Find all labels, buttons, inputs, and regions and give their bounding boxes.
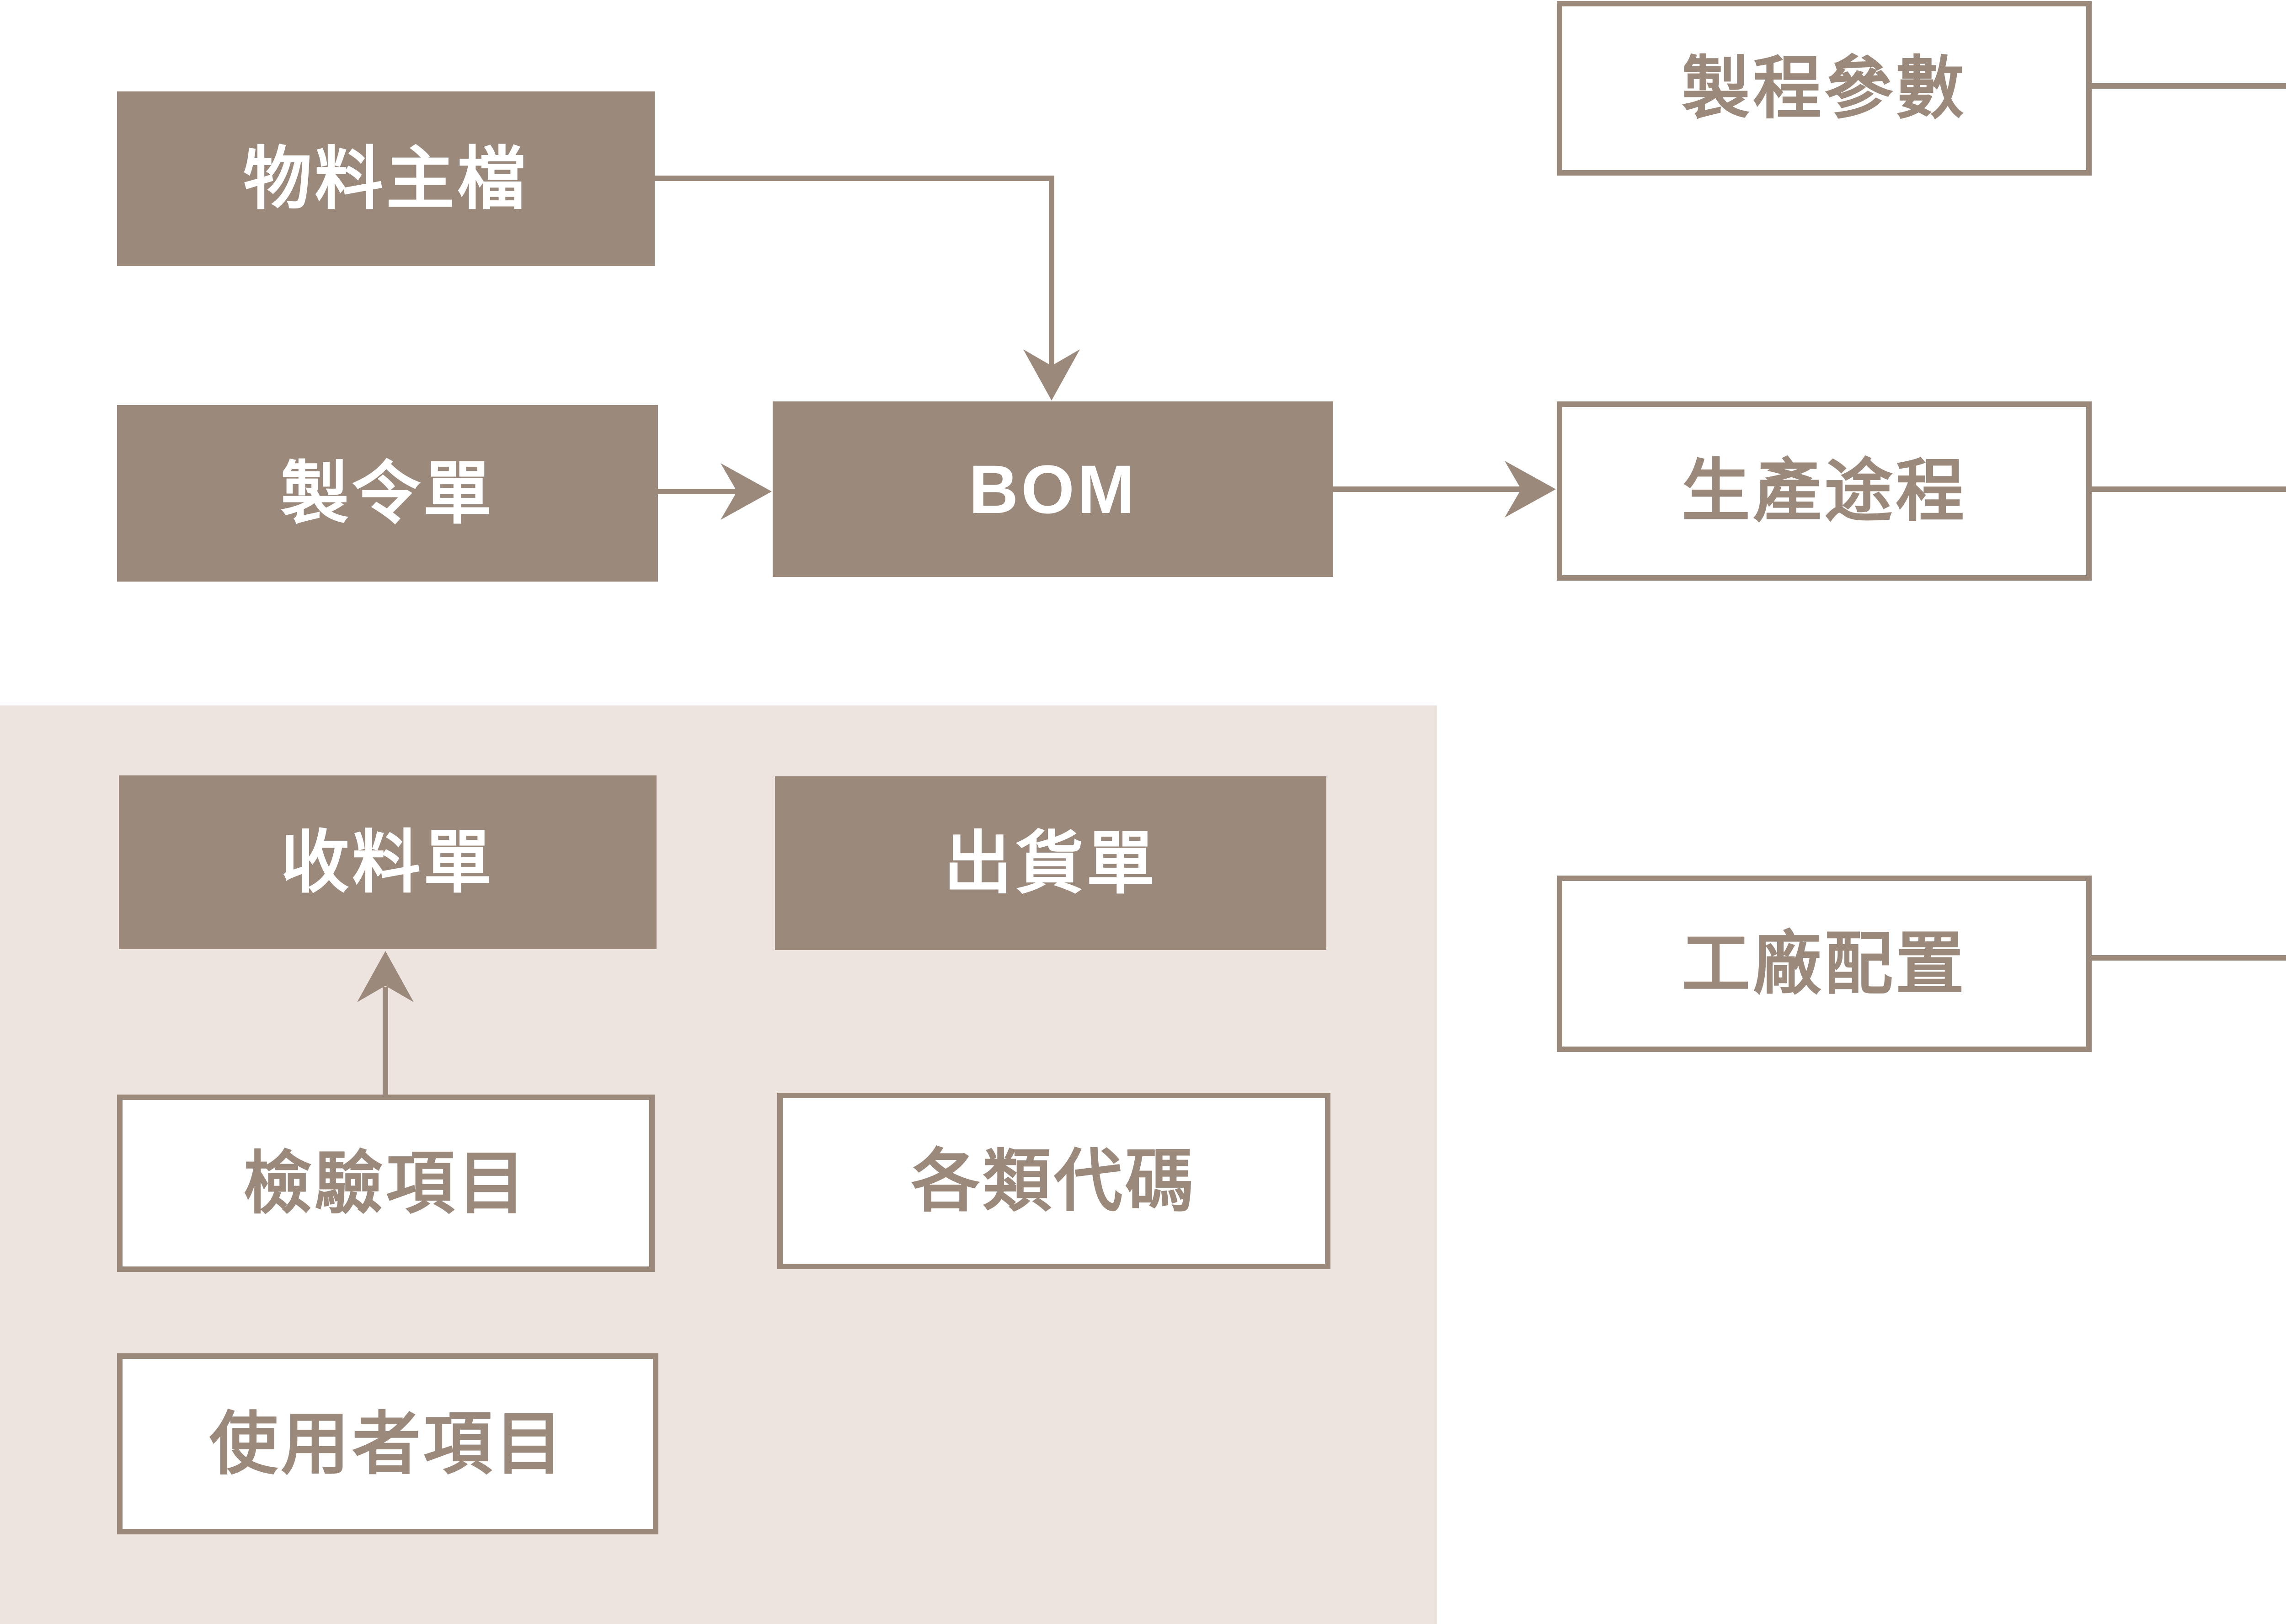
node-process-params: 製程參數 xyxy=(1557,1,2092,176)
arrow-material-master-to-bom xyxy=(655,176,1080,401)
arrow-work-order-to-bom xyxy=(658,463,772,520)
node-shipping-slip-label: 出貨單 xyxy=(943,825,1158,902)
node-inspection-items: 檢驗項目 xyxy=(117,1095,655,1272)
arrow-inspection-items-to-receiving-slip xyxy=(357,951,414,1095)
node-process-params-label: 製程參數 xyxy=(1681,50,1967,127)
node-factory-config: 工廠配置 xyxy=(1557,876,2092,1052)
node-user-items: 使用者項目 xyxy=(117,1353,658,1534)
node-routing-label: 生產途程 xyxy=(1681,453,1967,529)
node-factory-config-label: 工廠配置 xyxy=(1681,925,1967,1002)
node-routing: 生產途程 xyxy=(1557,401,2092,581)
arrow-factory-config-to-process-ops xyxy=(2089,955,2286,961)
node-code-tables: 各類代碼 xyxy=(777,1093,1330,1269)
node-bom: BOM xyxy=(773,401,1333,577)
node-material-master-label: 物料主檔 xyxy=(243,140,529,217)
arrow-bom-to-routing xyxy=(1333,461,1556,518)
node-user-items-label: 使用者項目 xyxy=(209,1405,566,1482)
arrow-routing-to-process-ops xyxy=(2089,486,2286,492)
node-code-tables-label: 各類代碼 xyxy=(911,1143,1196,1219)
node-receiving-slip: 收料單 xyxy=(119,775,657,949)
node-work-order: 製令單 xyxy=(117,405,658,582)
node-inspection-items-label: 檢驗項目 xyxy=(243,1145,529,1222)
node-shipping-slip: 出貨單 xyxy=(775,776,1326,950)
node-bom-label: BOM xyxy=(969,451,1137,528)
arrow-process-params-to-process-ops xyxy=(2089,83,2286,89)
node-material-master: 物料主檔 xyxy=(117,91,655,266)
node-receiving-slip-label: 收料單 xyxy=(280,824,495,901)
node-work-order-label: 製令單 xyxy=(280,455,495,532)
